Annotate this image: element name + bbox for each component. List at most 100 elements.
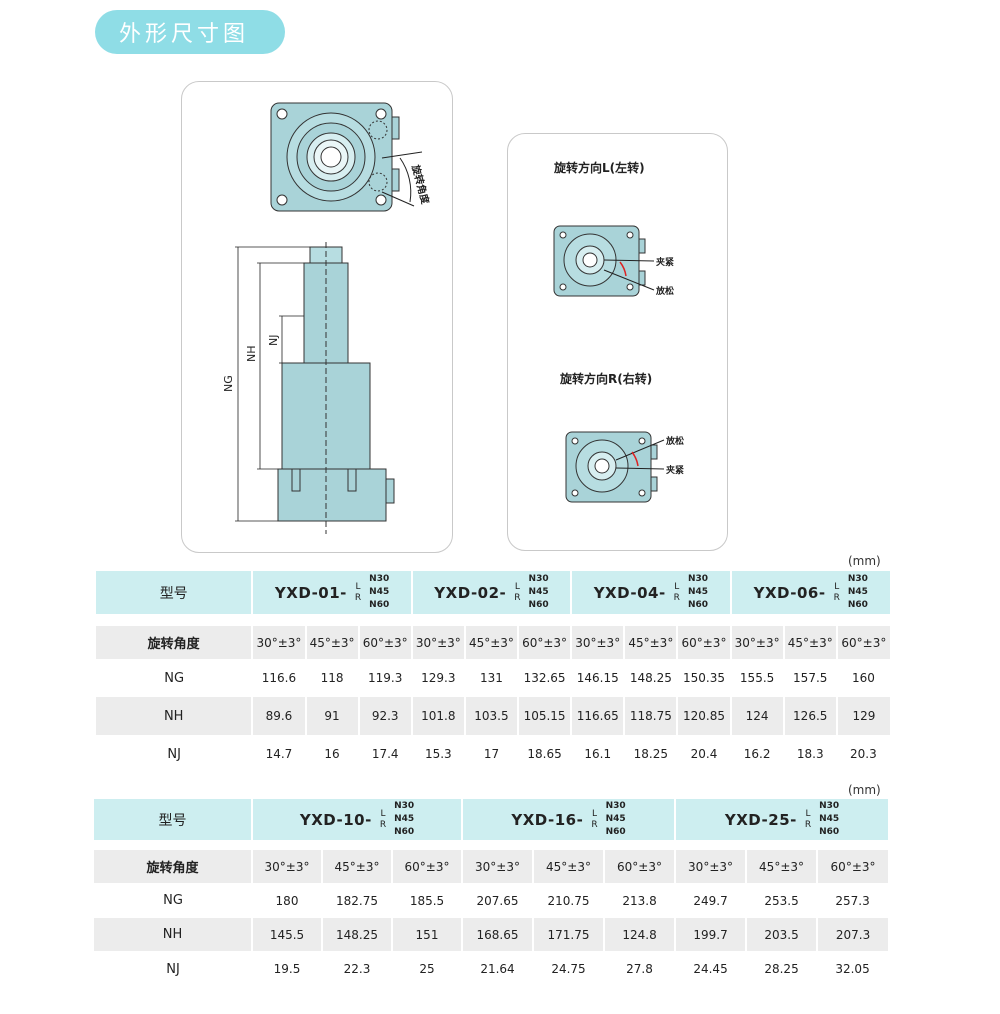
cell: 24.75 <box>551 962 586 976</box>
cell: 16 <box>324 747 340 761</box>
cell: 105.15 <box>517 697 572 735</box>
model-label: 型号 <box>96 571 253 614</box>
unit-label-1: (mm) <box>848 554 881 568</box>
cell: 171.75 <box>532 918 605 951</box>
row-label: NG <box>163 893 183 908</box>
model-name: YXD-02- <box>434 583 507 602</box>
cell: 17.4 <box>371 747 399 761</box>
dim-nj: NJ <box>267 335 280 346</box>
cell: 45°±3° <box>745 850 818 883</box>
angle-code: N30 <box>394 801 415 811</box>
angle-code: N45 <box>819 814 840 824</box>
cell: 60°±3° <box>357 626 412 659</box>
rotation-diagrams <box>553 225 665 503</box>
angle-code: N30 <box>369 574 390 584</box>
lr-l: L <box>674 581 680 592</box>
cell: 118 <box>320 671 344 685</box>
cell: 210.75 <box>547 893 590 908</box>
rotation-right-title: 旋转方向R(右转) <box>560 372 653 386</box>
cell: 30°±3° <box>251 626 306 659</box>
right-rotation-view <box>565 431 665 503</box>
unit-label-2: (mm) <box>848 783 881 797</box>
angle-code: N45 <box>847 587 868 597</box>
cell: 257.3 <box>835 893 870 908</box>
dim-ng: NG <box>222 375 235 392</box>
spacer <box>94 840 888 850</box>
angle-code: N30 <box>819 801 840 811</box>
table-row: NH 89.6 91 92.3 101.8 103.5 105.15 116.6… <box>96 697 890 735</box>
cell: 124 <box>729 697 784 735</box>
cell: 17 <box>483 747 500 761</box>
cell: 19.5 <box>273 962 301 976</box>
angle-code: N60 <box>369 600 390 610</box>
row-label: 旋转角度 <box>96 626 253 659</box>
cell: 151 <box>390 918 463 951</box>
cell: 16.1 <box>584 747 612 761</box>
angle-code: N30 <box>847 574 868 584</box>
cell: 32.05 <box>835 962 870 976</box>
dimension-drawing-panel: 旋转角度 NG NH NJ <box>181 81 453 553</box>
cell: 89.6 <box>251 697 306 735</box>
cell: 60°±3° <box>517 626 572 659</box>
cell: 15.3 <box>424 747 452 761</box>
cell: 45°±3° <box>623 626 678 659</box>
angle-code: N60 <box>605 827 626 837</box>
cell: 60°±3° <box>816 850 889 883</box>
row-label: NG <box>164 670 185 686</box>
cell: 20.4 <box>690 747 718 761</box>
cell: 199.7 <box>674 918 747 951</box>
cell: 30°±3° <box>410 626 465 659</box>
cell: 20.3 <box>850 747 877 761</box>
row-label: NH <box>94 918 252 951</box>
cell: 27.8 <box>626 962 653 976</box>
left-rotation-view <box>553 225 655 297</box>
cell: 60°±3° <box>676 626 731 659</box>
cell: 28.25 <box>764 962 799 976</box>
right-clamp-label: 夹紧 <box>666 466 685 476</box>
lr-l: L <box>834 581 840 592</box>
cell: 18.3 <box>796 747 824 761</box>
cell: 18.25 <box>633 747 669 761</box>
cell: 45°±3° <box>782 626 837 659</box>
row-label: NH <box>96 697 253 735</box>
angle-code: N30 <box>605 801 626 811</box>
cylinder-drawing: 旋转角度 NG NH NJ <box>222 102 432 534</box>
cell: 148.25 <box>321 918 392 951</box>
angle-code: N60 <box>528 600 549 610</box>
left-clamp-label: 夹紧 <box>656 258 675 268</box>
cell: 213.8 <box>622 893 657 908</box>
table-row: NG 180 182.75 185.5 207.65 210.75 213.8 … <box>94 883 888 918</box>
lr-r: R <box>591 819 598 830</box>
lr-l: L <box>591 808 597 819</box>
cell: 124.8 <box>603 918 676 951</box>
lr-l: L <box>380 808 386 819</box>
dimension-lines <box>235 246 310 522</box>
cell: 145.5 <box>251 918 322 951</box>
cell: 180 <box>275 893 299 908</box>
cell: 30°±3° <box>570 626 625 659</box>
model-name: YXD-10- <box>299 810 372 829</box>
cell: 30°±3° <box>251 850 322 883</box>
lr-r: R <box>379 819 387 830</box>
cell: 116.6 <box>261 671 297 685</box>
cell: 129.3 <box>421 671 456 685</box>
cell: 30°±3° <box>674 850 747 883</box>
angle-code: N30 <box>528 574 549 584</box>
top-view <box>270 102 423 212</box>
cell: 16.2 <box>743 747 771 761</box>
section-title: 外形尺寸图 <box>95 10 285 54</box>
cell: 91 <box>304 697 359 735</box>
cell: 119.3 <box>368 671 403 685</box>
cell: 22.3 <box>343 962 371 976</box>
lr-r: R <box>833 592 840 603</box>
lr-r: R <box>804 819 812 830</box>
angle-code: N45 <box>369 587 390 597</box>
cell: 60°±3° <box>603 850 676 883</box>
model-name: YXD-04- <box>593 583 666 602</box>
cell: 45°±3° <box>463 626 519 659</box>
